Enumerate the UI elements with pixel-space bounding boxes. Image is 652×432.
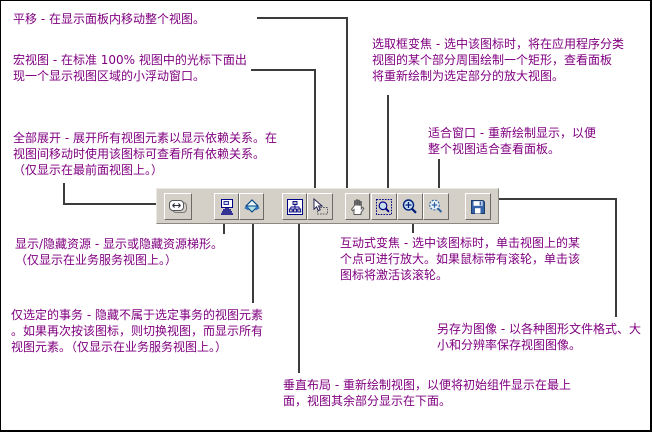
annotation-fit-to-window: 适合窗口 - 重新绘制显示，以便 整个视图适合查看面板。 [428, 125, 596, 157]
annotation-line: 视图元素。（仅显示在业务服务视图上。） [11, 340, 228, 354]
annotation-show-hide-resources: 显示/隐藏资源 - 显示或隐藏资源梯形。 （仅显示在业务服务视图上。） [15, 236, 223, 268]
vertical-layout-button[interactable] [282, 193, 307, 220]
annotation-vertical-layout: 垂直布局 - 重新绘制视图，以便将初始组件显示在最上 面，视图其余部分显示在下面… [283, 377, 571, 409]
interactive-zoom-button[interactable] [397, 193, 423, 220]
fit-to-window-button[interactable] [423, 193, 449, 220]
annotation-save-as-image: 另存为图像 - 以各种图形文件格式、大 小和分辨率保存视图图像。 [437, 321, 641, 353]
pan-button[interactable] [345, 193, 370, 220]
callout-line-pan [346, 17, 348, 189]
callout-line-save-as-image [491, 198, 617, 200]
magnifier-plus-icon [401, 198, 419, 216]
annotation-line: 视图间移动时使用该图标可查看所有依赖关系。 [13, 147, 266, 161]
annotation-line: （仅显示在最前面视图上。） [13, 163, 164, 177]
callout-line-macro-view [251, 69, 316, 71]
callout-line-pan [257, 17, 348, 19]
annotation-line: 面，视图其余部分显示在下面。 [283, 394, 452, 408]
selected-transactions-button[interactable] [239, 193, 264, 220]
annotation-line: 垂直布局 - 重新绘制视图，以便将初始组件显示在最上 [283, 378, 571, 392]
callout-line-fit-to-window [438, 159, 440, 189]
callout-line-macro-view [314, 69, 316, 189]
annotation-line: 显示/隐藏资源 - 显示或隐藏资源梯形。 [15, 237, 224, 251]
expand-all-icon [167, 198, 189, 216]
annotation-line: 全部展开 - 展开所有视图元素以显示依赖关系。在 [13, 131, 277, 145]
diamond-arrows-icon [243, 198, 261, 216]
annotation-line: 。如果再次按该图标，则切换视图，而显示所有 [11, 324, 264, 338]
annotation-selected-transactions: 仅选定的事务 - 隐藏不属于选定事务的视图元素 。如果再次按该图标，则切换视图，… [11, 307, 263, 355]
callout-line-show-hide-resources [223, 219, 225, 234]
magnifier-marquee-icon [375, 198, 393, 216]
annotation-line: 宏视图 - 在标准 100% 视图中的光标下面出 [13, 53, 247, 67]
annotation-line: 适合窗口 - 重新绘制显示，以便 [428, 126, 596, 140]
callout-line-interactive-zoom [412, 219, 414, 233]
view-toolbar [156, 188, 499, 224]
org-chart-icon [286, 198, 304, 216]
annotation-expand-all: 全部展开 - 展开所有视图元素以显示依赖关系。在 视图间移动时使用该图标可查看所… [13, 130, 277, 178]
macro-view-button[interactable] [307, 193, 333, 220]
magnifier-fit-icon [427, 198, 445, 216]
annotation-line: 现一个显示视图区域的小浮动窗口。 [13, 69, 206, 83]
floppy-disk-icon [469, 198, 487, 216]
annotation-line: 平移 - 在显示面板内移动整个视图。 [13, 12, 205, 26]
marquee-zoom-button[interactable] [371, 193, 397, 220]
annotation-pan: 平移 - 在显示面板内移动整个视图。 [13, 11, 205, 27]
annotation-line: 整个视图适合查看面板。 [428, 142, 561, 156]
display-monitor-icon [218, 198, 236, 216]
annotation-line: 仅选定的事务 - 隐藏不属于选定事务的视图元素 [11, 308, 263, 322]
callout-line-selected-transactions [252, 219, 254, 303]
annotation-line: 互动式变焦 - 选中该图标时，单击视图上的某 [340, 236, 580, 250]
annotation-macro-view: 宏视图 - 在标准 100% 视图中的光标下面出 现一个显示视图区域的小浮动窗口… [13, 52, 247, 84]
annotation-line: 小和分辨率保存视图图像。 [437, 338, 582, 352]
save-image-button[interactable] [465, 193, 491, 220]
callout-line-expand-all [63, 203, 163, 205]
annotation-line: 个点可进行放大。如果鼠标带有滚轮，单击该 [340, 252, 581, 266]
annotation-line: 视图的某个部分周围绘制一个矩形，查看面板 [372, 53, 613, 67]
annotation-line: 选取框变焦 - 选中该图标时，将在应用程序分类 [372, 37, 624, 51]
expand-all-button[interactable] [164, 193, 192, 220]
annotation-marquee-zoom: 选取框变焦 - 选中该图标时，将在应用程序分类 视图的某个部分周围绘制一个矩形，… [372, 36, 624, 84]
show-hide-resources-button[interactable] [214, 193, 239, 220]
callout-line-marquee-zoom [387, 95, 389, 189]
annotation-interactive-zoom: 互动式变焦 - 选中该图标时，单击视图上的某 个点可进行放大。如果鼠标带有滚轮，… [340, 235, 580, 283]
hand-icon [349, 198, 367, 216]
annotation-line: 将重新绘制为选定部分的放大视图。 [372, 69, 565, 83]
annotation-line: 另存为图像 - 以各种图形文件格式、大 [437, 322, 641, 336]
annotation-line: （仅显示在业务服务视图上。） [15, 253, 178, 267]
callout-line-vertical-layout [298, 219, 300, 373]
callout-line-save-as-image [615, 198, 617, 317]
callout-line-expand-all [63, 183, 65, 205]
annotation-line: 图标将激活该滚轮。 [340, 268, 449, 282]
cursor-marquee-icon [311, 197, 329, 216]
